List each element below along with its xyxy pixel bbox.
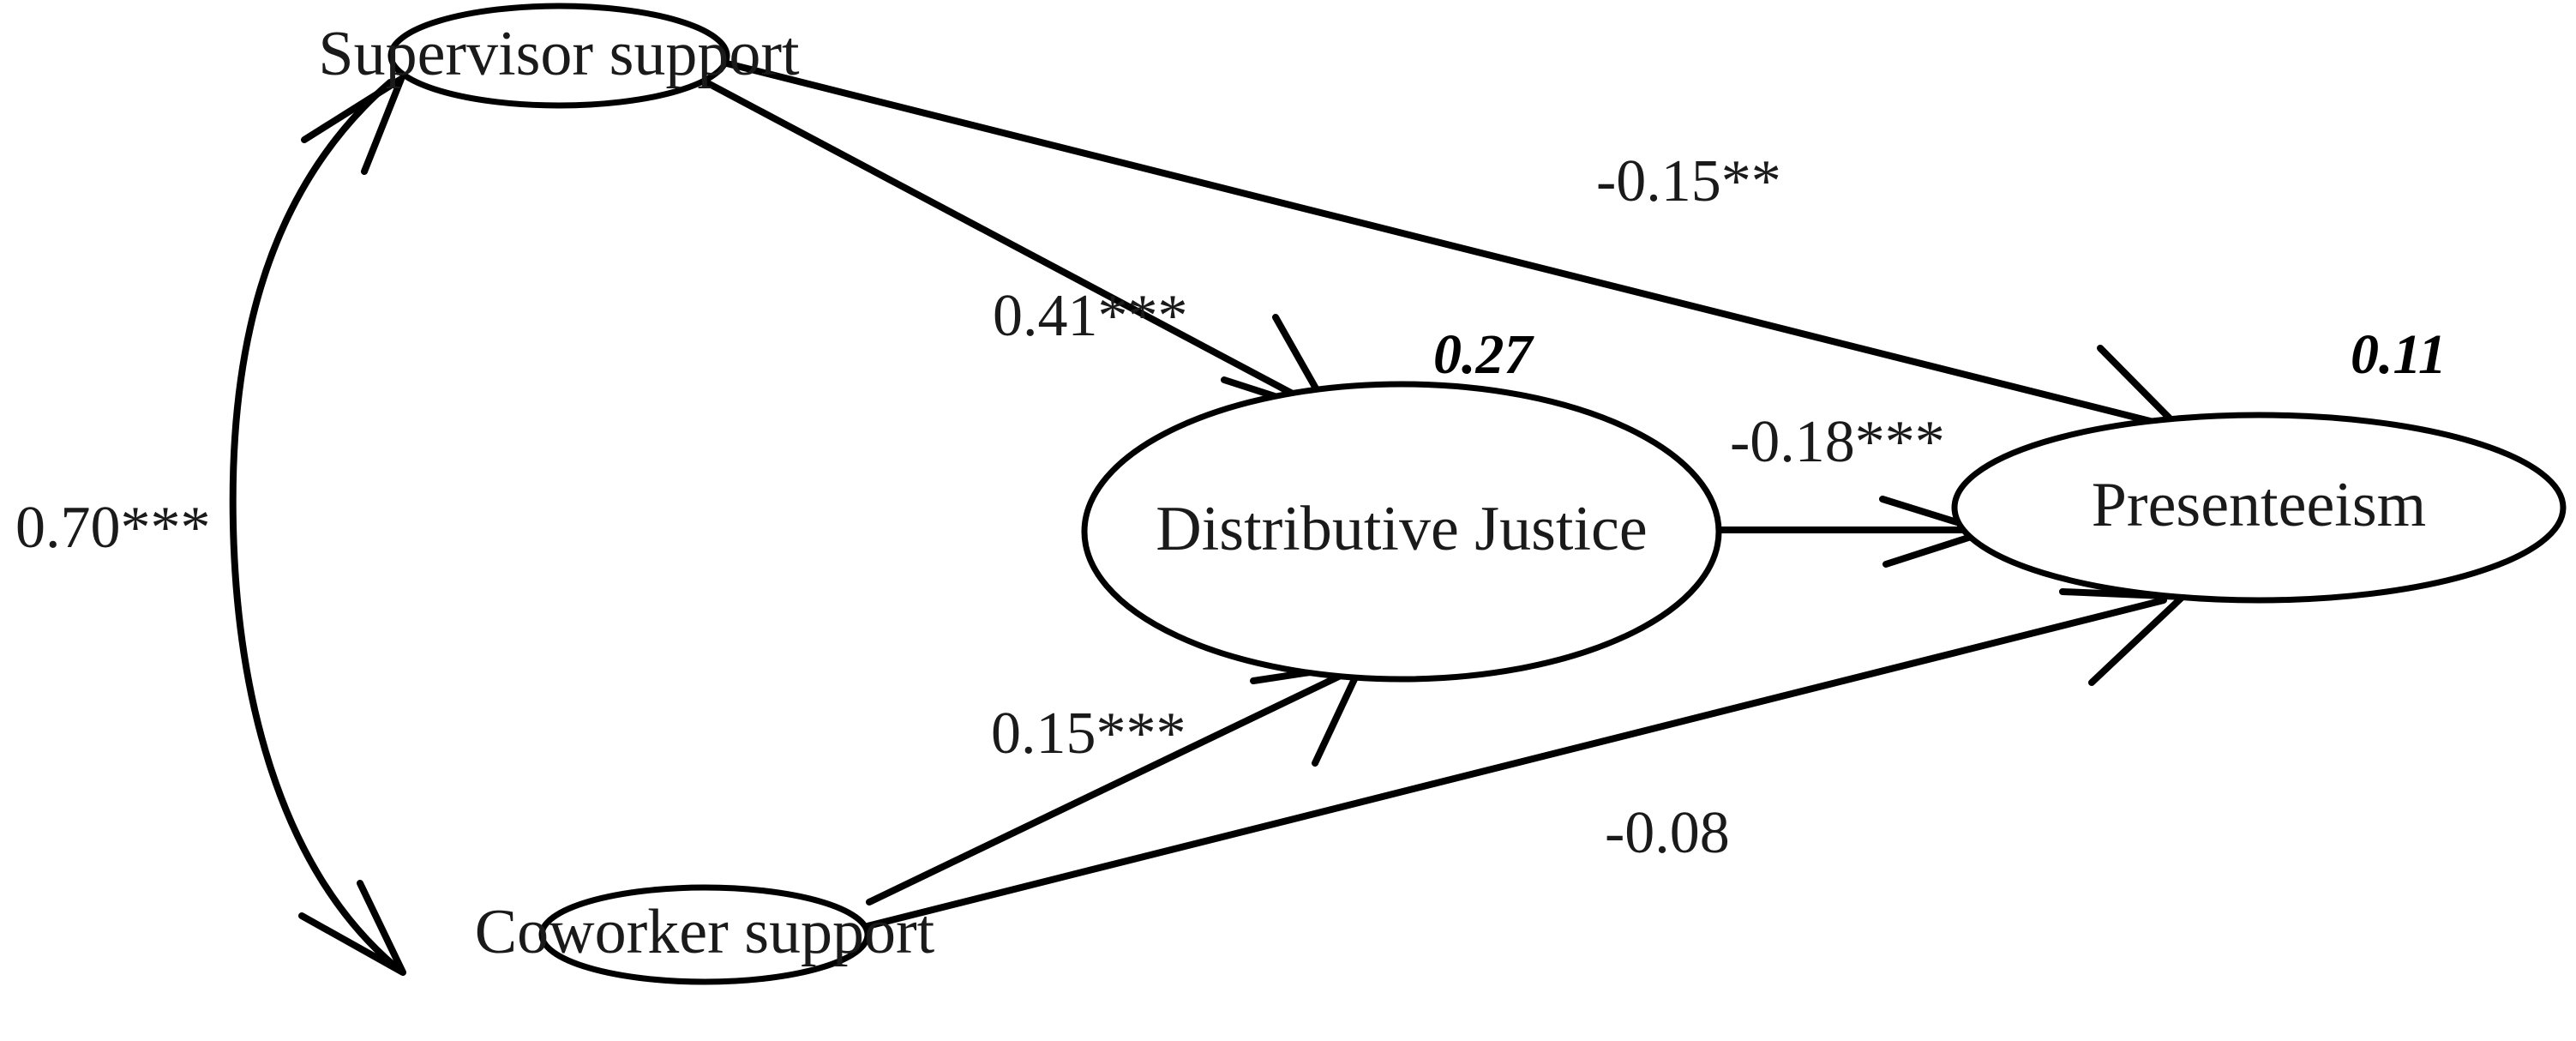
- distributive-justice-label: Distributive Justice: [1156, 494, 1647, 564]
- r2-presenteeism: 0.11: [2351, 323, 2447, 386]
- coefficient-sup-coworker: 0.70***: [15, 495, 211, 561]
- regression-line-cow-pres: [864, 597, 2167, 930]
- coefficient-sup-dj: 0.41***: [993, 283, 1188, 349]
- node-presenteeism[interactable]: Presenteeism: [1951, 412, 2567, 604]
- presenteeism-label: Presenteeism: [2092, 470, 2426, 540]
- presenteeism-ellipse[interactable]: [1951, 412, 2567, 604]
- r2-distributive-justice: 0.27: [1433, 323, 1535, 386]
- path-sup-to-coworker: [229, 75, 406, 976]
- regression-line-sup-pres: [717, 58, 2164, 427]
- coworker-support-ellipse[interactable]: [538, 884, 871, 985]
- supervisor-support-ellipse[interactable]: [387, 3, 730, 109]
- path-dj-to-pres: [1714, 496, 1991, 568]
- distributive-justice-ellipse[interactable]: [1081, 381, 1722, 683]
- node-supervisor-support[interactable]: Supervisor support: [318, 3, 800, 109]
- coefficient-sup-pres: -0.15**: [1596, 148, 1781, 214]
- coefficient-cow-pres: -0.08: [1605, 800, 1730, 866]
- covariance-curve-line: [229, 79, 399, 971]
- regression-line-cow-dj: [866, 669, 1351, 906]
- coworker-support-label: Coworker support: [475, 897, 935, 967]
- node-distributive-justice[interactable]: Distributive Justice: [1081, 381, 1722, 683]
- arrowhead-cow-pres: [2059, 588, 2186, 686]
- supervisor-support-label: Supervisor support: [318, 19, 800, 89]
- regression-line-sup-dj: [701, 78, 1320, 410]
- arrowhead-to-coworker: [298, 880, 406, 976]
- coefficient-cow-dj: 0.15***: [991, 701, 1186, 767]
- arrowhead-to-supervisor: [301, 75, 405, 175]
- coefficient-dj-pres: -0.18***: [1730, 409, 1945, 475]
- node-coworker-support[interactable]: Coworker support: [475, 884, 935, 985]
- path-sup-to-dj: [701, 78, 1334, 418]
